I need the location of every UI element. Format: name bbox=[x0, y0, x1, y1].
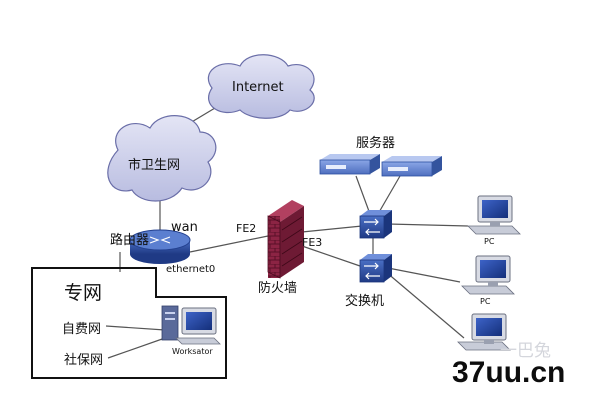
switch-label: 交换机 bbox=[345, 294, 385, 309]
router-icon bbox=[129, 229, 191, 264]
pc1-label: PC bbox=[484, 237, 495, 246]
pc-icon-3 bbox=[457, 313, 511, 351]
link-switch-server1 bbox=[355, 175, 371, 215]
pc-icon-2 bbox=[461, 255, 515, 295]
link-router-firewall bbox=[189, 235, 269, 253]
pc2-label: PC bbox=[480, 297, 491, 306]
internet-cloud bbox=[207, 54, 315, 119]
switch-icon-top bbox=[359, 210, 392, 239]
city-health-net-cloud bbox=[107, 115, 217, 202]
private-net-frame bbox=[31, 267, 227, 379]
workstation-icon bbox=[161, 305, 221, 345]
wan-label: wan bbox=[171, 220, 198, 235]
city-health-net-label: 市卫生网 bbox=[128, 158, 181, 173]
link-switch-server2 bbox=[377, 175, 401, 215]
link-switch-pc1 bbox=[387, 223, 469, 227]
link-switch2-pc3 bbox=[385, 271, 465, 339]
self-pay-net-label: 自费网 bbox=[62, 322, 102, 337]
fe2-label: FE2 bbox=[236, 222, 257, 235]
social-security-net-label: 社保网 bbox=[64, 353, 104, 368]
link-switch2-pc2 bbox=[387, 267, 461, 283]
link-selfpay-workstation bbox=[105, 325, 166, 331]
server-icon-2 bbox=[381, 156, 442, 177]
firewall-icon bbox=[267, 200, 304, 279]
internet-label: Internet bbox=[232, 80, 284, 95]
connection-lines bbox=[105, 104, 469, 359]
switch-icon-bottom bbox=[359, 254, 392, 283]
server-icon-1 bbox=[319, 154, 380, 175]
router-label: 路由器 bbox=[110, 233, 150, 248]
link-firewall-switch-bottom bbox=[301, 245, 361, 267]
pc-icon-1 bbox=[467, 195, 521, 235]
link-socialsec-workstation bbox=[107, 337, 166, 359]
workstation-label: Worksator bbox=[172, 347, 213, 356]
ethernet-label: ethernet0 bbox=[166, 264, 216, 275]
servers-label: 服务器 bbox=[356, 136, 396, 151]
link-firewall-switch-top bbox=[301, 225, 363, 233]
fe3-label: FE3 bbox=[302, 236, 323, 249]
watermark-faint: 一巴兔 bbox=[500, 341, 551, 360]
private-net-label: 专网 bbox=[64, 282, 103, 304]
firewall-label: 防火墙 bbox=[258, 281, 298, 296]
watermark-main: 37uu.cn bbox=[452, 356, 566, 389]
